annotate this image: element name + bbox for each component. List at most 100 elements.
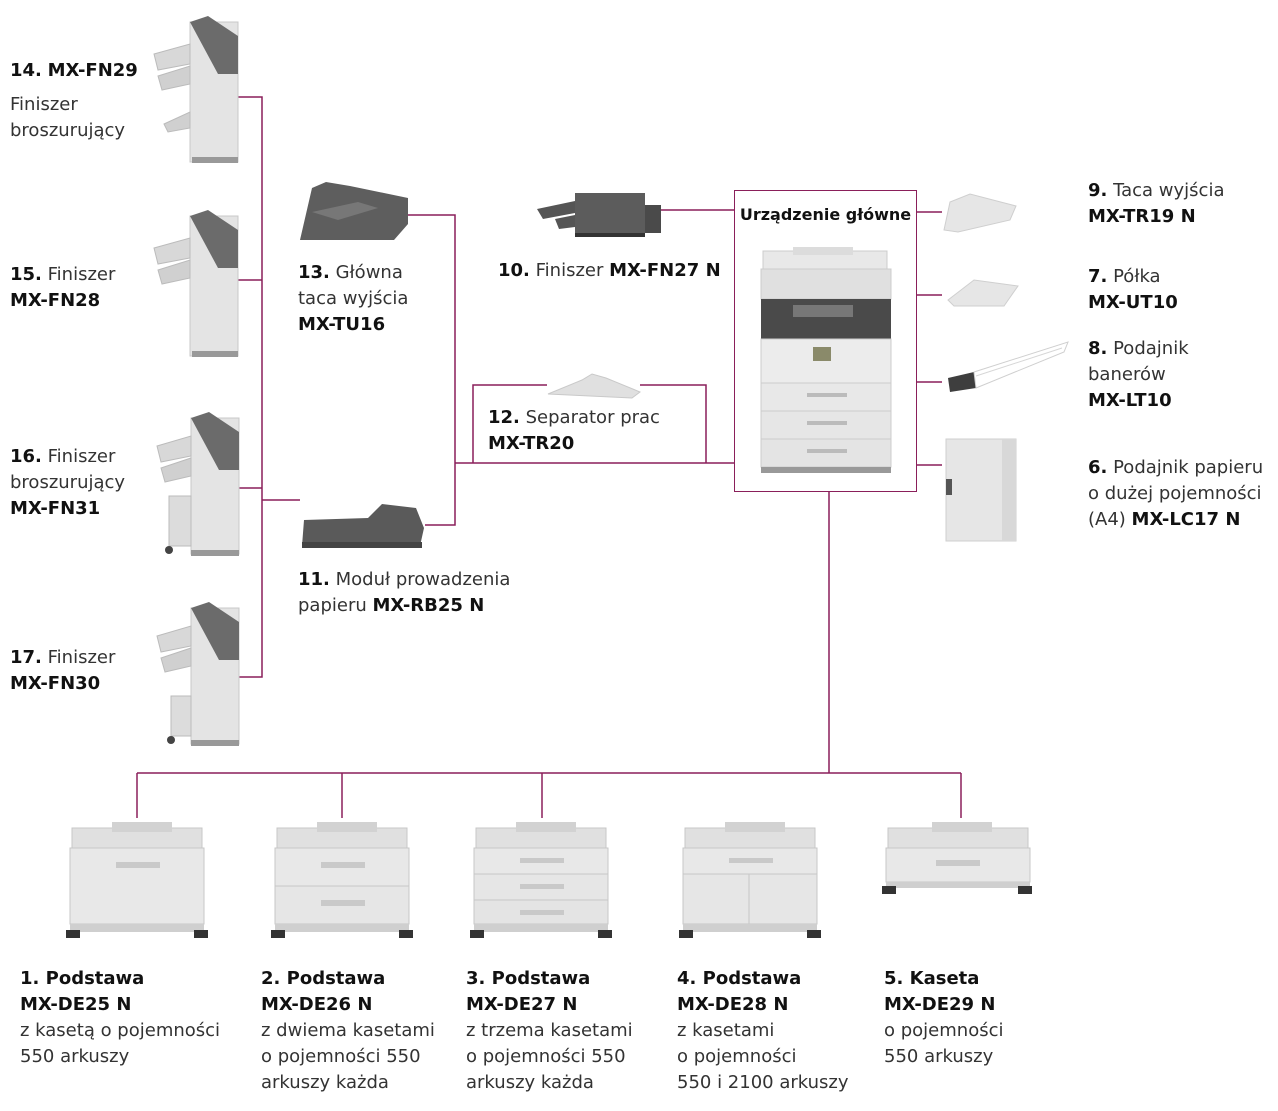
stand-mx-de27-image [470, 822, 612, 938]
label-tr19: 9. Taca wyjścia MX-TR19 N [1088, 178, 1224, 230]
label-tr19-num: 9. [1088, 180, 1108, 201]
paper-pass-unit-image [302, 504, 424, 548]
label-fn30-model: MX-FN30 [10, 673, 101, 694]
large-capacity-tray-image [945, 438, 1017, 542]
label-tr20-num: 12. [488, 407, 520, 428]
stand-2-model: MX-DE26 N [261, 994, 373, 1015]
label-fn28: 15. Finiszer MX-FN28 [10, 262, 115, 314]
label-lt10-num: 8. [1088, 338, 1108, 359]
label-fn31-desc1: Finiszer [41, 446, 116, 467]
label-lt10: 8. Podajnik banerów MX-LT10 [1088, 336, 1189, 414]
banner-feeder-image [948, 341, 1069, 392]
label-rb25-num: 11. [298, 569, 330, 590]
finisher-mx-fn31-image [156, 412, 240, 556]
label-stand-5: 5. Kaseta MX-DE29 N o pojemności 550 ark… [884, 966, 1003, 1070]
stand-4-title: 4. Podstawa [677, 968, 802, 989]
label-ut10: 7. Półka MX-UT10 [1088, 264, 1178, 316]
label-fn27-num: 10. [498, 260, 530, 281]
finisher-mx-fn28-image [153, 210, 239, 357]
stand-mx-de28-image [679, 822, 821, 938]
label-ut10-num: 7. [1088, 266, 1108, 287]
stand-4-desc2: o pojemności [677, 1046, 797, 1067]
stand-mx-de26-image [271, 822, 413, 938]
label-tu16-num: 13. [298, 262, 330, 283]
stand-4-desc1: z kasetami [677, 1020, 775, 1041]
stand-1-desc1: z kasetą o pojemności [20, 1020, 221, 1041]
label-fn28-model: MX-FN28 [10, 290, 101, 311]
label-lc17-num: 6. [1088, 457, 1108, 478]
main-output-tray-image [300, 182, 408, 240]
label-fn31-model: MX-FN31 [10, 498, 101, 519]
stand-2-desc3: arkuszy każda [261, 1072, 389, 1093]
shelf-image [947, 279, 1019, 307]
stand-5-desc2: 550 arkuszy [884, 1046, 994, 1067]
stand-3-desc3: arkuszy każda [466, 1072, 594, 1093]
label-fn31-num: 16. [10, 446, 42, 467]
stand-3-model: MX-DE27 N [466, 994, 578, 1015]
label-fn29: 14. MX-FN29 Finiszer broszurujący [10, 58, 138, 144]
label-lc17-desc1: Podajnik papieru [1107, 457, 1264, 478]
label-fn31-desc2: broszurujący [10, 472, 126, 493]
finisher-mx-fn30-image [156, 602, 240, 746]
label-fn27-desc: Finiszer [529, 260, 610, 281]
label-fn31: 16. Finiszer broszurujący MX-FN31 [10, 444, 125, 522]
label-tr20: 12. Separator prac MX-TR20 [488, 405, 660, 457]
label-stand-3: 3. Podstawa MX-DE27 N z trzema kasetami … [466, 966, 633, 1096]
job-separator-image [547, 373, 642, 399]
label-rb25-desc2: papieru [298, 595, 373, 616]
label-rb25-model: MX-RB25 N [372, 595, 485, 616]
label-lc17-desc3: (A4) [1088, 509, 1132, 530]
label-stand-2: 2. Podstawa MX-DE26 N z dwiema kasetami … [261, 966, 435, 1096]
label-tr20-desc: Separator prac [519, 407, 660, 428]
label-lc17-model: MX-LC17 N [1131, 509, 1241, 530]
label-rb25-desc1: Moduł prowadzenia [329, 569, 511, 590]
stand-3-desc1: z trzema kasetami [466, 1020, 633, 1041]
label-fn29-model: MX-FN29 [47, 60, 138, 81]
finisher-mx-fn27-image [537, 193, 661, 237]
stand-1-model: MX-DE25 N [20, 994, 132, 1015]
stand-mx-de25-image [66, 822, 208, 938]
stand-2-desc1: z dwiema kasetami [261, 1020, 435, 1041]
label-tr20-model: MX-TR20 [488, 433, 575, 454]
label-tu16-desc2: taca wyjścia [298, 288, 409, 309]
label-lt10-desc1: Podajnik [1107, 338, 1189, 359]
stand-3-desc2: o pojemności 550 [466, 1046, 626, 1067]
finisher-mx-fn29-image [153, 16, 239, 163]
label-rb25: 11. Moduł prowadzenia papieru MX-RB25 N [298, 567, 510, 619]
label-tu16-model: MX-TU16 [298, 314, 386, 335]
label-fn27: 10. Finiszer MX-FN27 N [498, 258, 721, 284]
main-unit-box: Urządzenie główne [734, 190, 917, 492]
stand-2-desc2: o pojemności 550 [261, 1046, 421, 1067]
stand-4-model: MX-DE28 N [677, 994, 789, 1015]
exit-tray-image [943, 193, 1017, 233]
label-ut10-model: MX-UT10 [1088, 292, 1178, 313]
label-tr19-desc: Taca wyjścia [1107, 180, 1225, 201]
cassette-mx-de29-image [882, 822, 1032, 894]
label-fn30-num: 17. [10, 647, 42, 668]
main-unit-image [760, 247, 892, 473]
stand-4-desc3: 550 i 2100 arkuszy [677, 1072, 849, 1093]
label-stand-4: 4. Podstawa MX-DE28 N z kasetami o pojem… [677, 966, 849, 1096]
stand-1-desc2: 550 arkuszy [20, 1046, 130, 1067]
stand-5-desc1: o pojemności [884, 1020, 1004, 1041]
label-fn29-heading: 14. [10, 60, 42, 81]
label-lc17-desc2: o dużej pojemności [1088, 483, 1262, 504]
stand-5-title: 5. Kaseta [884, 968, 980, 989]
label-fn29-desc2: broszurujący [10, 120, 126, 141]
label-fn27-model: MX-FN27 N [609, 260, 721, 281]
label-fn30-desc: Finiszer [41, 647, 116, 668]
label-fn28-num: 15. [10, 264, 42, 285]
stand-2-title: 2. Podstawa [261, 968, 386, 989]
label-fn29-desc1: Finiszer [10, 94, 78, 115]
label-lt10-model: MX-LT10 [1088, 390, 1172, 411]
label-lc17: 6. Podajnik papieru o dużej pojemności (… [1088, 455, 1263, 533]
stand-1-title: 1. Podstawa [20, 968, 145, 989]
label-lt10-desc2: banerów [1088, 364, 1166, 385]
label-ut10-desc: Półka [1107, 266, 1161, 287]
label-fn30: 17. Finiszer MX-FN30 [10, 645, 115, 697]
label-fn28-desc: Finiszer [41, 264, 116, 285]
label-tu16: 13. Główna taca wyjścia MX-TU16 [298, 260, 408, 338]
stand-3-title: 3. Podstawa [466, 968, 591, 989]
stand-5-model: MX-DE29 N [884, 994, 996, 1015]
